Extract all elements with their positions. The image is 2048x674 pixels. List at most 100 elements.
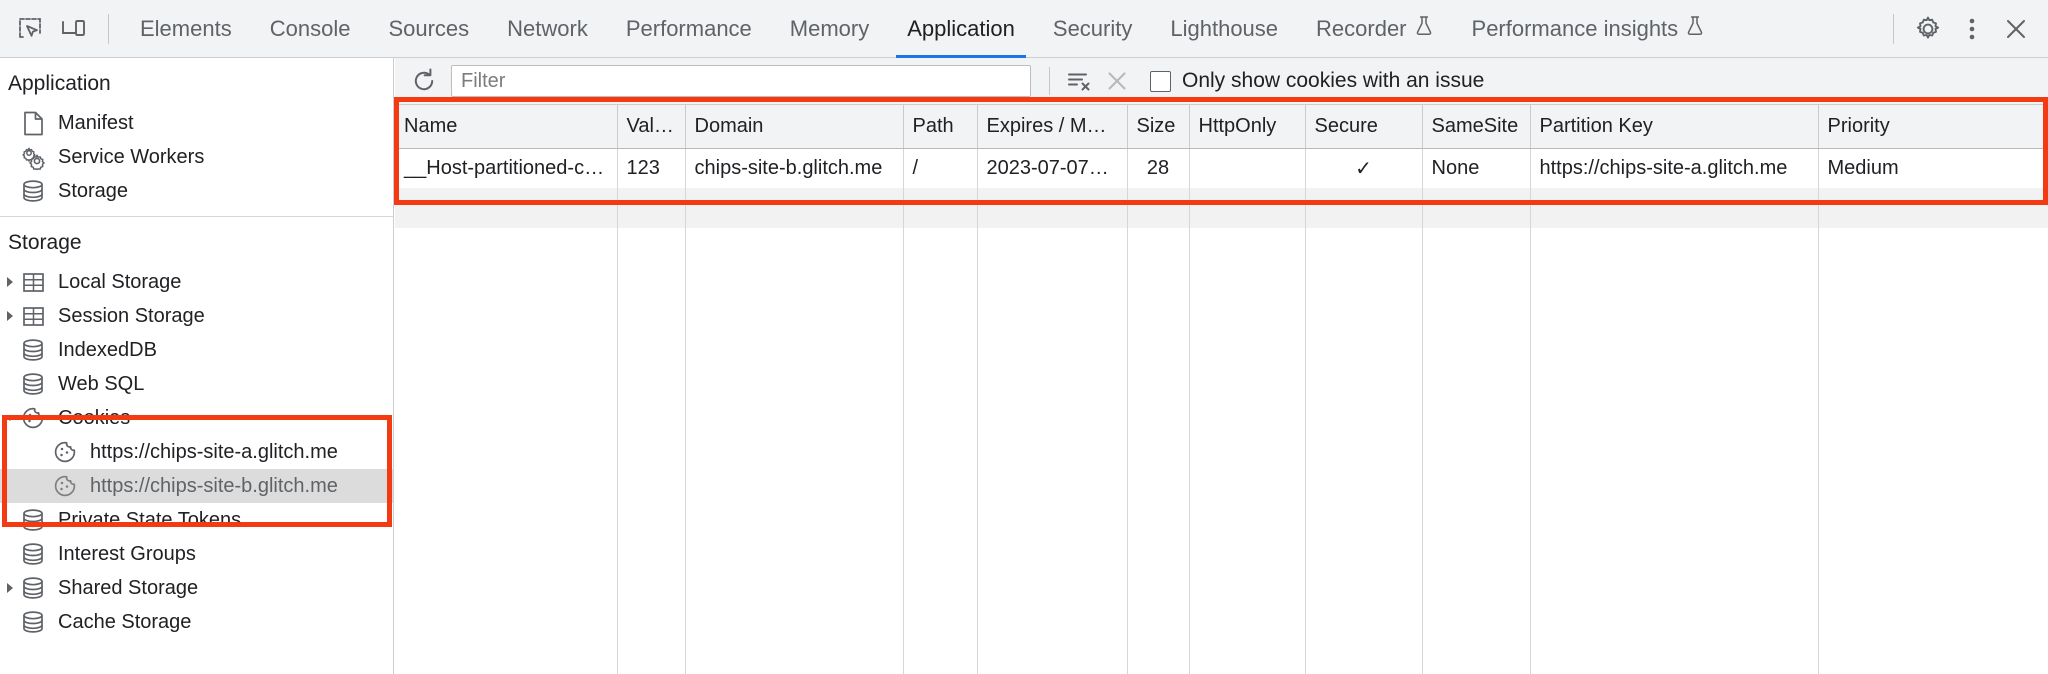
cell-path[interactable]: /: [903, 148, 978, 188]
tab-label: Application: [907, 15, 1015, 41]
database-icon: [20, 610, 46, 634]
cell-samesite[interactable]: None: [1422, 148, 1531, 188]
cell-domain[interactable]: chips-site-b.glitch.me: [685, 148, 904, 188]
tab-label: Memory: [789, 15, 870, 41]
sidebar-item-cookies-chips-site-a[interactable]: https://chips-site-a.glitch.me: [0, 435, 393, 469]
column-header-secure[interactable]: Secure: [1305, 105, 1423, 149]
refresh-icon[interactable]: [405, 62, 443, 100]
column-header-size[interactable]: Size: [1127, 105, 1190, 149]
sidebar-item-label: Storage: [58, 180, 129, 202]
sidebar-item-manifest[interactable]: Manifest: [0, 106, 393, 140]
sidebar-item-indexeddb[interactable]: IndexedDB: [0, 333, 393, 367]
sidebar-item-storage[interactable]: Storage: [0, 174, 393, 208]
column-header-value[interactable]: Value: [617, 105, 686, 149]
sidebar-item-label: Private State Tokens: [58, 509, 242, 531]
sidebar-item-session-storage[interactable]: Session Storage: [0, 299, 393, 333]
tab-label: Performance insights: [1471, 15, 1679, 41]
sidebar-item-label: IndexedDB: [58, 339, 157, 361]
chevron-right-icon[interactable]: [0, 310, 20, 322]
cookie-icon: [52, 440, 78, 464]
sidebar-divider: [0, 216, 393, 217]
inspect-element-icon[interactable]: [8, 7, 52, 51]
column-header-partition-key[interactable]: Partition Key: [1530, 105, 1819, 149]
sidebar-section-title-storage: Storage: [8, 231, 82, 254]
table-filler-row: [395, 188, 2048, 228]
filter-input[interactable]: [451, 65, 1031, 97]
tab-security[interactable]: Security: [1034, 0, 1151, 58]
table-header-row: Name Value Domain Path Expires / M… Size…: [395, 105, 2048, 149]
tab-label: Network: [507, 15, 588, 41]
toolbar-divider-right: [1893, 13, 1894, 44]
cell-partition-key[interactable]: https://chips-site-a.glitch.me: [1530, 148, 1819, 188]
tab-label: Recorder: [1316, 15, 1407, 41]
cell-expires[interactable]: 2023-07-07…: [977, 148, 1128, 188]
sidebar-item-service-workers[interactable]: Service Workers: [0, 140, 393, 174]
delete-selected-cookie-icon[interactable]: [1098, 62, 1136, 100]
sidebar-item-private-state-tokens[interactable]: Private State Tokens: [0, 503, 393, 537]
column-header-priority[interactable]: Priority: [1818, 105, 2048, 149]
panel-tab-strip: Elements Console Sources Network Perform…: [121, 0, 1881, 58]
cell-priority[interactable]: Medium: [1818, 148, 2048, 188]
clear-all-cookies-icon[interactable]: [1060, 62, 1098, 100]
tab-lighthouse[interactable]: Lighthouse: [1151, 0, 1297, 58]
tab-performance[interactable]: Performance: [607, 0, 771, 58]
column-header-domain[interactable]: Domain: [685, 105, 904, 149]
tab-elements[interactable]: Elements: [121, 0, 251, 58]
tab-network[interactable]: Network: [488, 0, 607, 58]
column-header-samesite[interactable]: SameSite: [1422, 105, 1531, 149]
tab-label: Elements: [140, 15, 232, 41]
cell-name[interactable]: __Host-partitioned-cookie: [395, 148, 618, 188]
table-filler-row: [395, 228, 2048, 674]
cell-secure[interactable]: ✓: [1305, 148, 1423, 188]
database-icon: [20, 576, 46, 600]
cell-value[interactable]: 123: [617, 148, 686, 188]
sidebar-item-shared-storage[interactable]: Shared Storage: [0, 571, 393, 605]
tab-recorder[interactable]: Recorder: [1297, 0, 1452, 58]
tab-memory[interactable]: Memory: [771, 0, 888, 58]
database-icon: [20, 542, 46, 566]
gear-icon[interactable]: [1906, 7, 1950, 51]
database-icon: [20, 179, 46, 203]
only-show-issues-checkbox-row[interactable]: Only show cookies with an issue: [1150, 69, 1484, 93]
only-show-issues-checkbox[interactable]: [1150, 70, 1171, 92]
experiment-flask-icon: [1686, 15, 1705, 42]
sidebar-item-label: Web SQL: [58, 373, 145, 395]
chevron-down-icon[interactable]: [0, 412, 20, 424]
sidebar-item-label: Service Workers: [58, 146, 205, 168]
tab-performance-insights[interactable]: Performance insights: [1453, 0, 1725, 58]
tab-console[interactable]: Console: [251, 0, 370, 58]
table-row[interactable]: __Host-partitioned-cookie 123 chips-site…: [395, 148, 2048, 188]
chevron-right-icon[interactable]: [0, 582, 20, 594]
column-header-name[interactable]: Name: [395, 105, 618, 149]
toolbar-divider: [1049, 67, 1050, 95]
sidebar-item-cookies-chips-site-b[interactable]: https://chips-site-b.glitch.me: [0, 469, 393, 503]
cell-size[interactable]: 28: [1127, 148, 1190, 188]
chevron-right-icon[interactable]: [0, 276, 20, 288]
application-sidebar: Application Manifest Servic: [0, 58, 394, 674]
cookie-icon: [52, 474, 78, 498]
column-header-path[interactable]: Path: [903, 105, 978, 149]
sidebar-item-cookies[interactable]: Cookies: [0, 401, 393, 435]
sidebar-item-local-storage[interactable]: Local Storage: [0, 265, 393, 299]
tab-sources[interactable]: Sources: [369, 0, 488, 58]
toolbar-divider: [108, 13, 109, 44]
sidebar-item-label: Cookies: [58, 407, 131, 429]
cookie-icon: [20, 406, 46, 430]
three-dot-menu-icon[interactable]: [1950, 7, 1994, 51]
sidebar-item-cache-storage[interactable]: Cache Storage: [0, 605, 393, 639]
sidebar-item-interest-groups[interactable]: Interest Groups: [0, 537, 393, 571]
sidebar-item-web-sql[interactable]: Web SQL: [0, 367, 393, 401]
tab-application[interactable]: Application: [888, 0, 1034, 58]
database-icon: [20, 372, 46, 396]
column-header-expires[interactable]: Expires / M…: [977, 105, 1128, 149]
column-header-httponly[interactable]: HttpOnly: [1189, 105, 1306, 149]
sidebar-item-label: Local Storage: [58, 271, 182, 293]
database-icon: [20, 338, 46, 362]
cookies-table-area: Name Value Domain Path Expires / M… Size…: [395, 105, 2048, 674]
cell-httponly[interactable]: [1189, 148, 1306, 188]
device-toolbar-icon[interactable]: [52, 7, 96, 51]
document-icon: [20, 111, 46, 136]
sidebar-item-label: Manifest: [58, 112, 134, 134]
close-icon[interactable]: [1994, 7, 2038, 51]
